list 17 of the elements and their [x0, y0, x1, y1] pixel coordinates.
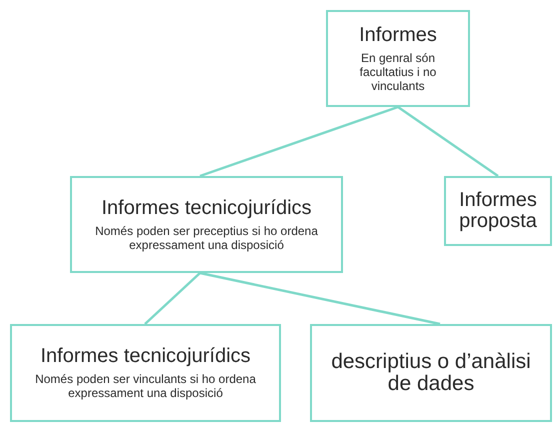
- connector-line: [144, 272, 201, 325]
- node-description: Només poden ser preceptius si ho ordena expressament una disposició: [94, 224, 319, 252]
- node-title: descriptius o d’anàlisi de dades: [330, 351, 532, 395]
- report-box: [444, 176, 552, 246]
- report-box: [326, 10, 470, 107]
- node-title: Informes: [359, 24, 437, 46]
- connector-line: [200, 106, 398, 178]
- node-title: Informes tecnicojurídics: [101, 198, 312, 218]
- report-box: [10, 324, 281, 422]
- connector-line: [397, 106, 499, 178]
- node-description: Només poden ser vinculants si ho ordena expressament una disposició: [34, 372, 257, 400]
- node-description: En genral són facultatius i no vinculants: [358, 50, 438, 92]
- connector-line: [200, 272, 440, 326]
- node-title: Informes proposta: [458, 190, 538, 232]
- node-title: Informes tecnicojurídics: [40, 346, 251, 367]
- report-box: [70, 176, 343, 273]
- report-box: [310, 324, 552, 422]
